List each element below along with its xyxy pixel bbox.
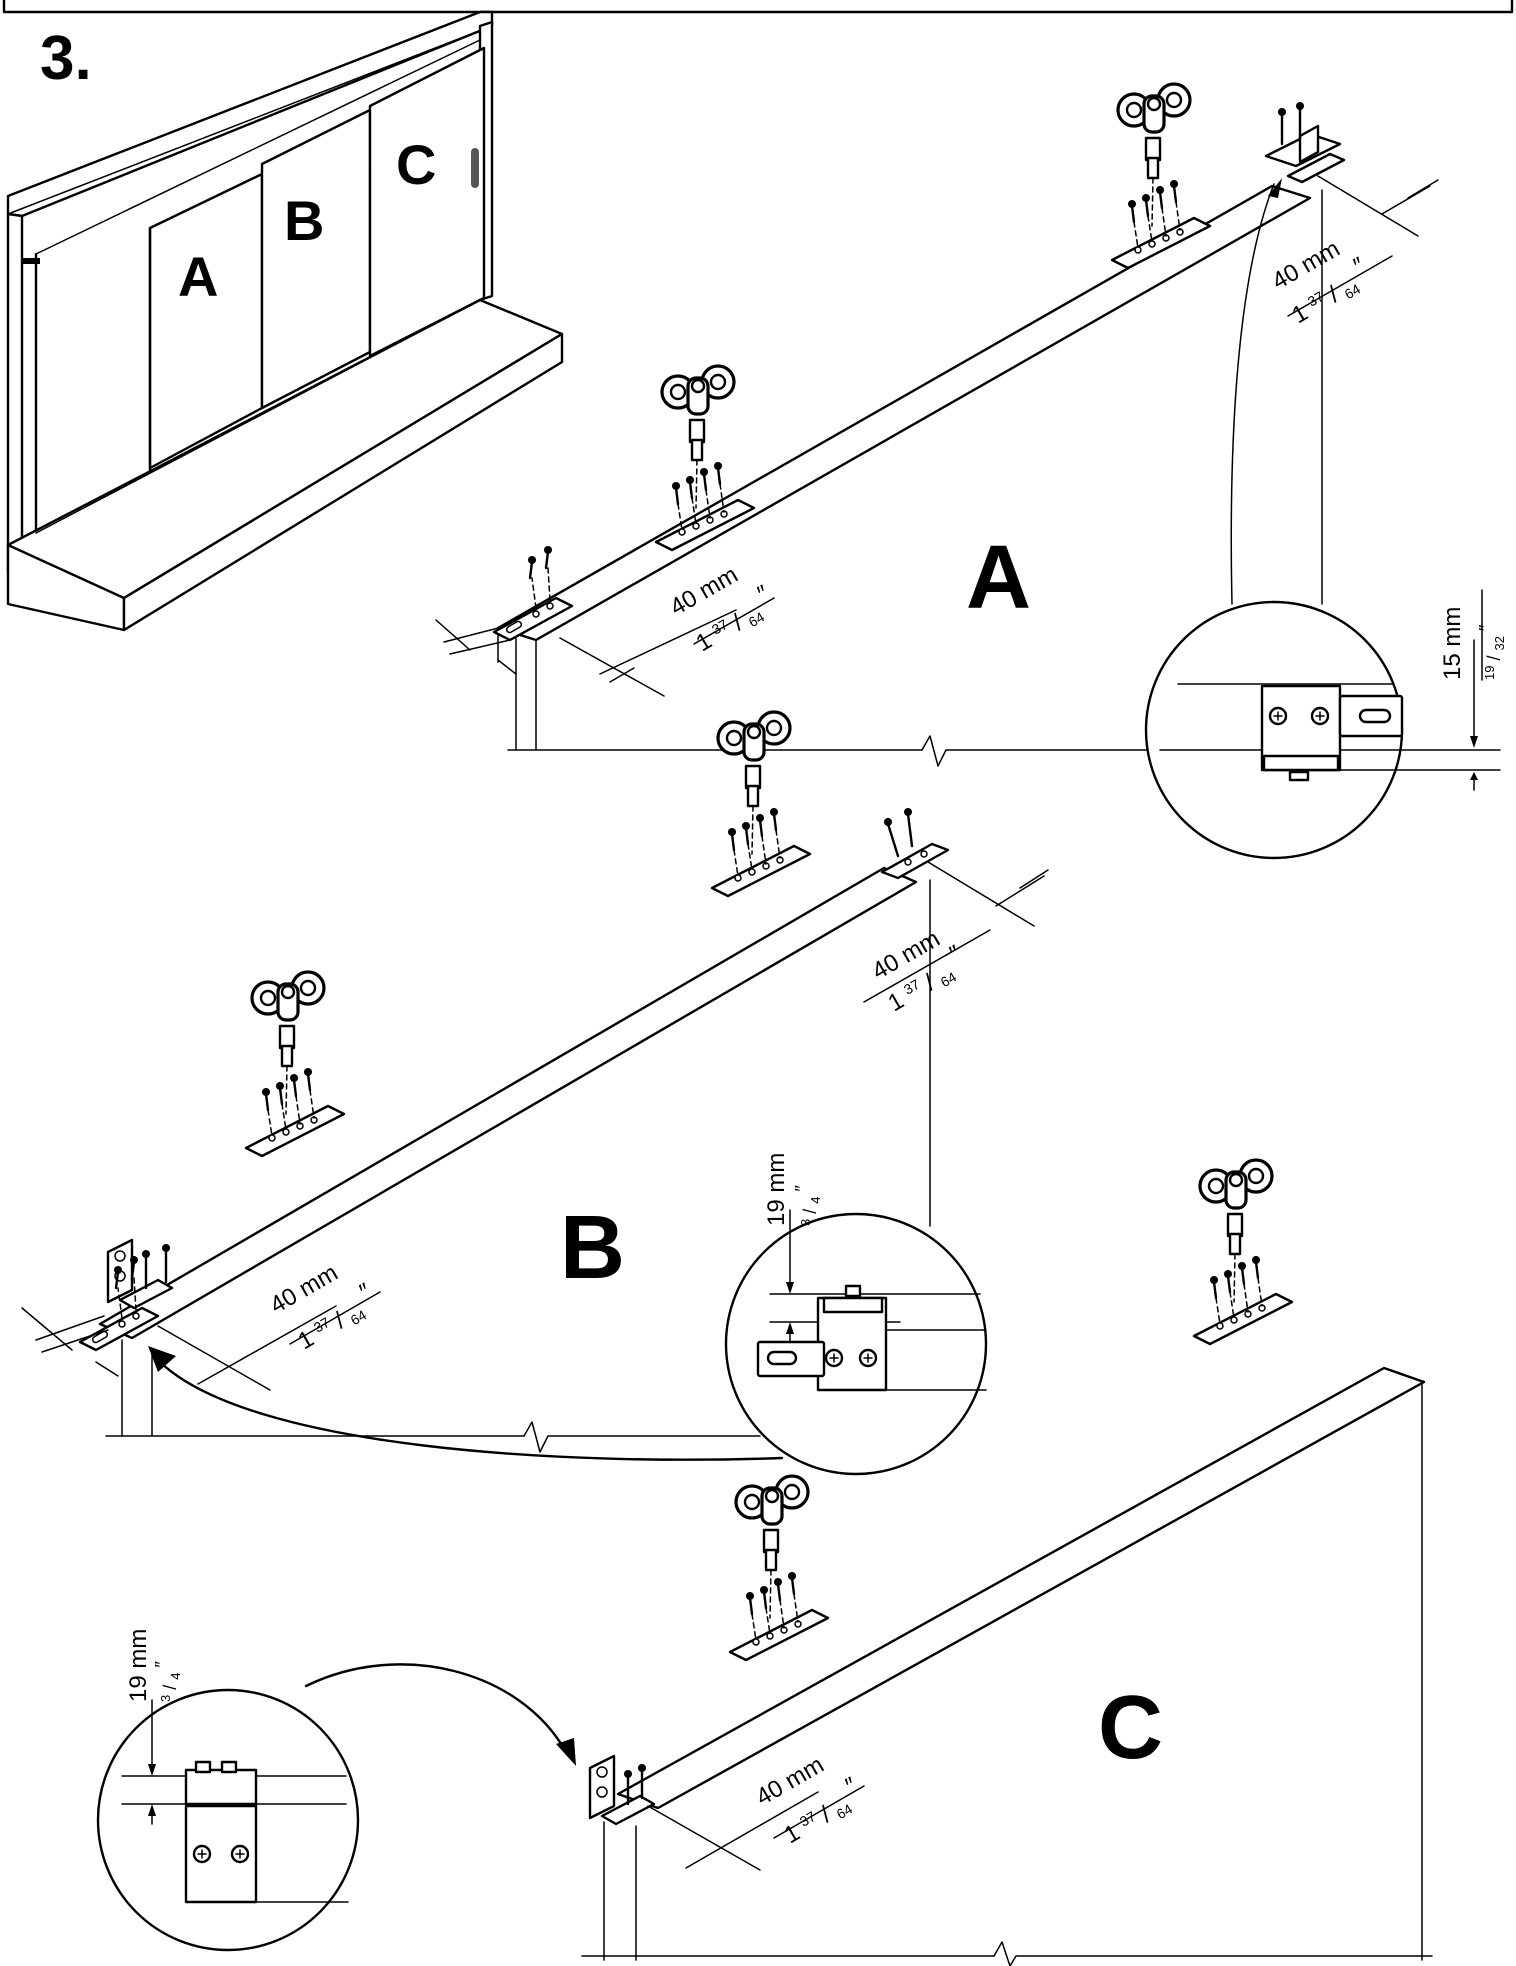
detail-b: 19 mm 3 / 4 ″ bbox=[724, 1153, 988, 1476]
dim-b-right-in: 1 37 / 64 ″ bbox=[878, 940, 975, 1021]
roller-carriage-c2 bbox=[1192, 1158, 1294, 1346]
detail-b-mm: 19 mm bbox=[763, 1153, 790, 1226]
roller-carriage-b1 bbox=[244, 970, 346, 1158]
door-b bbox=[260, 108, 372, 410]
detail-c: 19 mm 3 / 4 ″ bbox=[96, 1629, 360, 1952]
detail-a: 15 mm 19 / 32 ″ bbox=[1144, 589, 1508, 860]
dim-a-right: 40 mm 1 37 / 64 ″ bbox=[1268, 175, 1439, 329]
corner-bracket-c bbox=[588, 1754, 656, 1826]
dim-b-right: 40 mm 1 37 / 64 ″ bbox=[863, 861, 1049, 1021]
detail-c-mm: 19 mm bbox=[125, 1629, 152, 1702]
detail-c-in: 3 / 4 ″ bbox=[152, 1660, 184, 1702]
dim-c-mm: 40 mm bbox=[752, 1751, 829, 1811]
step-number: 3. bbox=[40, 24, 92, 93]
header-frame bbox=[2, 0, 1514, 14]
door-label-b: B bbox=[560, 1198, 625, 1298]
dim-b-left: 40 mm 1 37 / 64 ″ bbox=[21, 1259, 381, 1391]
end-plate-b2 bbox=[880, 808, 950, 880]
door-label-c: C bbox=[1098, 1678, 1163, 1778]
detail-a-mm: 15 mm bbox=[1439, 607, 1466, 680]
door-c bbox=[368, 46, 486, 358]
cabinet-label-b: B bbox=[284, 189, 324, 252]
door-handle bbox=[471, 148, 479, 188]
roller-carriage-c1 bbox=[728, 1474, 830, 1662]
dim-a-left: 40 mm 1 37 / 64 ″ bbox=[435, 561, 775, 697]
detail-b-in: 3 / 4 ″ bbox=[792, 1184, 824, 1226]
roller-carriage-a1 bbox=[654, 364, 756, 552]
cabinet-overview: A B C bbox=[6, 10, 564, 632]
corner-bracket-a bbox=[1264, 102, 1346, 184]
door-label-a: A bbox=[966, 528, 1031, 628]
roller-carriage-b2 bbox=[710, 710, 812, 898]
dim-c: 40 mm 1 37 / 64 ″ bbox=[647, 1751, 865, 1871]
detail-a-in: 19 / 32 ″ bbox=[1476, 624, 1508, 680]
door-b-assembly: 40 mm 1 37 / 64 ″ 40 mm 1 37 / 64 ″ bbox=[21, 710, 1049, 1461]
cabinet-label-c: C bbox=[396, 133, 436, 196]
cabinet-label-a: A bbox=[178, 245, 218, 308]
roller-carriage-a2 bbox=[1110, 82, 1212, 270]
